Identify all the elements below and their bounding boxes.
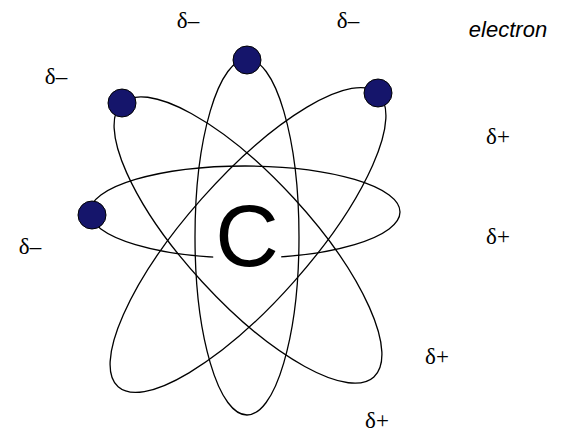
orbit [195, 59, 299, 415]
electron-dot [108, 89, 136, 117]
charge-label: δ+ [365, 409, 389, 432]
charge-label: δ+ [486, 225, 510, 248]
electron-dot [233, 46, 261, 74]
charge-label: δ– [19, 235, 41, 258]
charge-label: δ– [177, 9, 199, 32]
orbit [72, 52, 425, 428]
charge-label: δ– [337, 9, 359, 32]
charge-label: δ– [45, 65, 67, 88]
element-symbol: C [213, 192, 281, 280]
part-label: electron [469, 19, 547, 41]
orbit [76, 61, 419, 419]
electron-dot [364, 79, 392, 107]
charge-label: δ+ [425, 345, 449, 368]
charge-label: δ+ [486, 125, 510, 148]
electron-dot [78, 201, 106, 229]
